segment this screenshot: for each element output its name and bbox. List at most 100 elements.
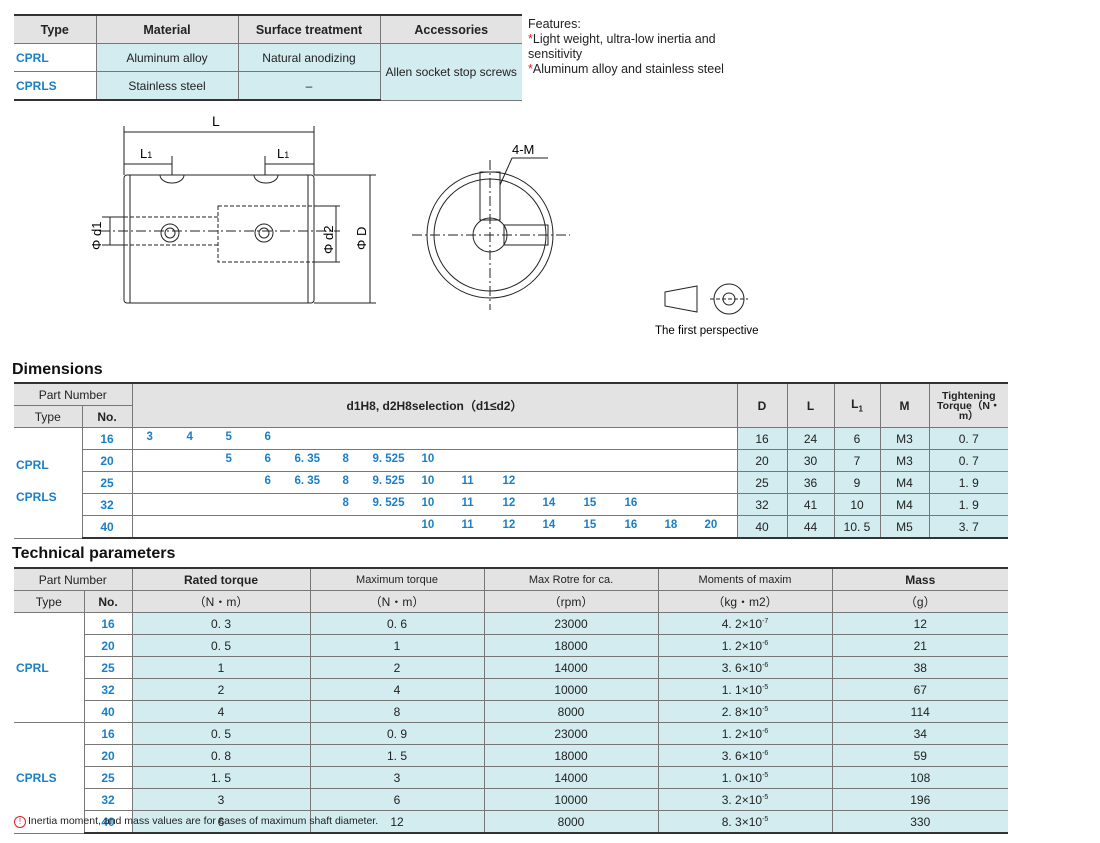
no-header: No.: [83, 590, 132, 613]
inertia-cell: 2. 8×10-5: [657, 700, 832, 723]
dim-D-cell: 25: [736, 471, 787, 494]
mass-header: Mass: [831, 567, 1008, 591]
dimensions-table: Part Number d1H8, d2H8selection（d1≤d2） D…: [14, 382, 1008, 539]
selection-value: 10: [421, 519, 435, 531]
torque-header: Tightening Torque（N・m）: [928, 382, 1008, 428]
selection-value: 16: [624, 497, 638, 509]
selection-value: 6: [264, 453, 271, 465]
rpm-cell: 14000: [483, 656, 658, 679]
no-header: No.: [81, 405, 132, 428]
dim-L-cell: 44: [786, 515, 834, 539]
dim-D-cell: 16: [736, 427, 787, 450]
perspective-cone-icon: [664, 285, 698, 313]
no-cell: 16: [83, 612, 132, 635]
selection-value: 4: [186, 431, 193, 443]
dim-T-cell: 3. 7: [928, 515, 1008, 539]
rpm-cell: 14000: [483, 766, 658, 789]
part-number-header: Part Number: [14, 382, 132, 406]
no-cell: 20: [83, 744, 132, 767]
max-cell: 0. 9: [309, 722, 484, 745]
selection-value: 6. 35: [294, 475, 321, 487]
surface-header: Surface treatment: [237, 14, 380, 44]
inertia-cell: 1. 2×10-6: [657, 634, 832, 657]
star-icon: *: [528, 62, 533, 76]
no-cell: 25: [83, 656, 132, 679]
dim-L-cell: 24: [786, 427, 834, 450]
rpm-cell: 23000: [483, 612, 658, 635]
M-header: M: [879, 382, 929, 428]
max-cell: 2: [309, 656, 484, 679]
selection-value: 10: [421, 497, 435, 509]
rpm-cell: 8000: [483, 700, 658, 723]
inertia-header: Moments of maxim: [657, 567, 832, 591]
rated-header: Rated torque: [131, 567, 310, 591]
mass-cell: 21: [831, 634, 1008, 657]
inertia-cell: 3. 6×10-6: [657, 744, 832, 767]
dim-D-label: Φ D: [354, 227, 369, 250]
rated-cell: 4: [131, 700, 310, 723]
surface-cell: –: [237, 71, 380, 101]
type-cell: CPRLS: [14, 722, 84, 834]
type-cell: CPRL: [14, 612, 84, 723]
screw-label: 4-M: [512, 142, 534, 157]
rated-cell: 3: [131, 788, 310, 811]
inertia-cell: 8. 3×10-5: [657, 810, 832, 834]
selection-value: 20: [704, 519, 718, 531]
rated-cell: 1: [131, 656, 310, 679]
max-cell: 1: [309, 634, 484, 657]
rpm-cell: 18000: [483, 634, 658, 657]
selection-value: 12: [502, 519, 516, 531]
rated-cell: 1. 5: [131, 766, 310, 789]
max-cell: 4: [309, 678, 484, 701]
max-cell: 1. 5: [309, 744, 484, 767]
rated-cell: 6: [131, 810, 310, 834]
dim-L1-cell: 10. 5: [833, 515, 880, 539]
selection-value: 10: [421, 475, 435, 487]
mass-cell: 12: [831, 612, 1008, 635]
selection-value: 6. 35: [294, 453, 321, 465]
info-icon: !: [14, 816, 26, 828]
no-cell: 32: [81, 493, 132, 516]
mass-cell: 34: [831, 722, 1008, 745]
type-code: CPRLS: [14, 71, 96, 101]
material-cell: Aluminum alloy: [95, 43, 238, 72]
rated-cell: 0. 5: [131, 722, 310, 745]
selection-value: 6: [264, 475, 271, 487]
inertia-cell: 3. 6×10-6: [657, 656, 832, 679]
rpm-cell: 23000: [483, 722, 658, 745]
rpm-cell: 18000: [483, 744, 658, 767]
rpm-unit: （rpm）: [483, 590, 658, 613]
max-cell: 0. 6: [309, 612, 484, 635]
dim-L1-left-label: L1: [140, 146, 152, 161]
feature-item: *Light weight, ultra-low inertia and sen…: [528, 32, 716, 61]
dim-M-cell: M5: [879, 515, 929, 539]
dim-T-cell: 1. 9: [928, 471, 1008, 494]
material-cell: Stainless steel: [95, 71, 238, 101]
selection-value: 9. 525: [372, 497, 405, 509]
technical-table: Part Number Rated torque Maximum torque …: [14, 567, 1008, 834]
selection-value: 5: [225, 431, 232, 443]
no-cell: 25: [81, 471, 132, 494]
type-header: Type: [14, 14, 96, 44]
rpm-cell: 8000: [483, 810, 658, 834]
star-icon: *: [528, 32, 533, 46]
mass-cell: 330: [831, 810, 1008, 834]
rated-cell: 0. 3: [131, 612, 310, 635]
dim-M-cell: M3: [879, 427, 929, 450]
D-header: D: [736, 382, 787, 428]
rated-cell: 0. 8: [131, 744, 310, 767]
dim-T-cell: 0. 7: [928, 427, 1008, 450]
selection-value: 11: [461, 497, 474, 509]
